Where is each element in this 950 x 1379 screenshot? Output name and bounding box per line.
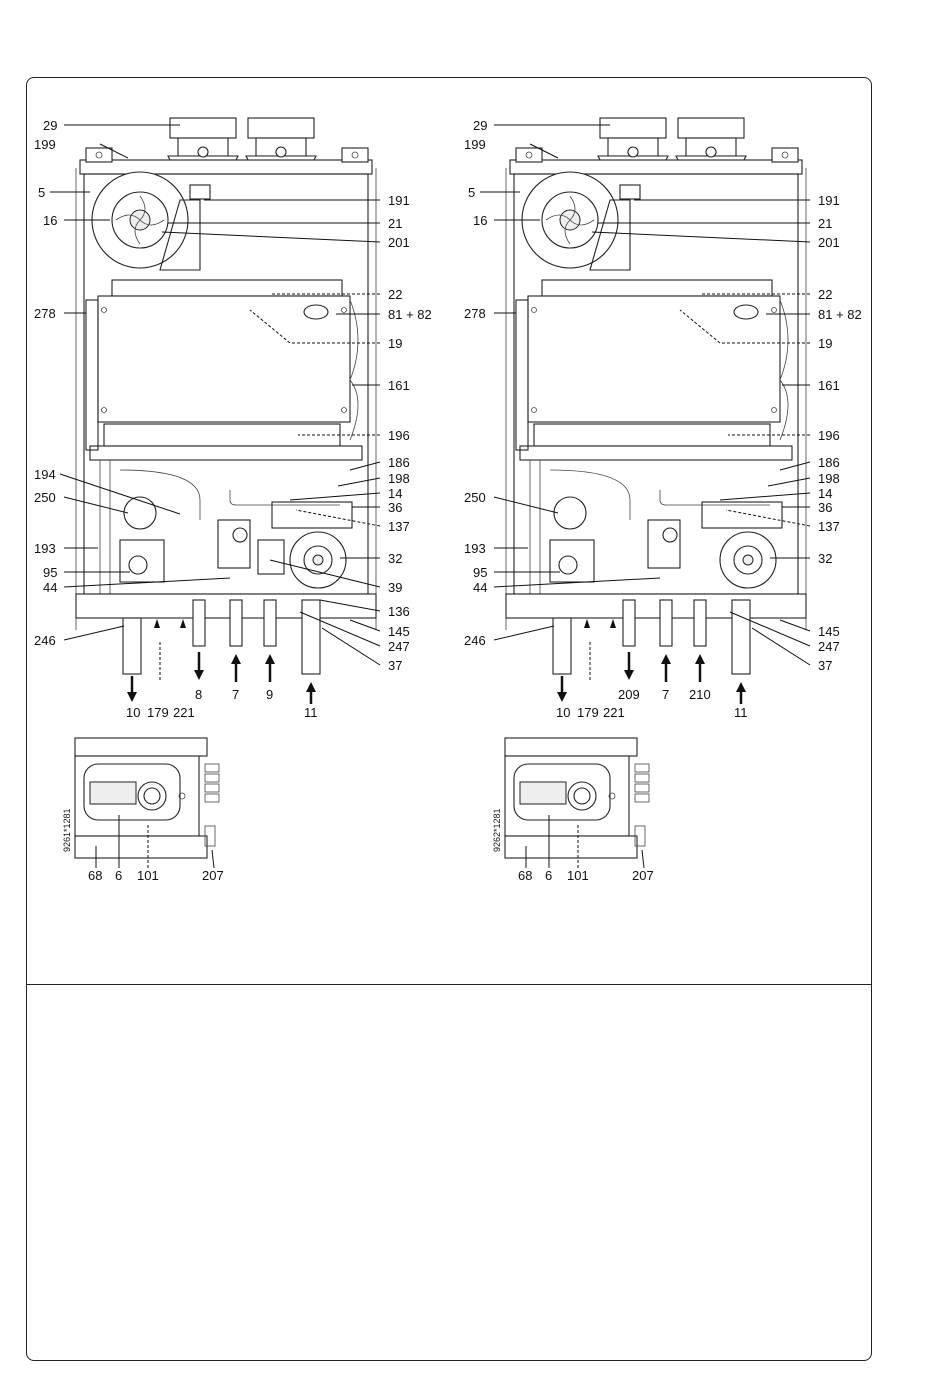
base-manifold — [76, 594, 376, 618]
boiler-diagram-right: 29 199 5 16 278 250 193 95 44 246 191 21… — [464, 118, 862, 883]
base-manifold — [506, 594, 806, 618]
flow-arrows — [557, 619, 746, 704]
hydraulic-group — [530, 460, 782, 594]
callout-7: 7 — [232, 687, 239, 702]
callout-9: 9 — [266, 687, 273, 702]
callout-221: 221 — [603, 705, 625, 720]
callout-44: 44 — [43, 580, 57, 595]
boiler-diagram-left: 29 199 5 16 278 194 250 193 95 44 246 19… — [34, 118, 432, 883]
callout-95: 95 — [473, 565, 487, 580]
heat-exchanger — [86, 280, 362, 460]
callout-68: 68 — [518, 868, 532, 883]
fan-assembly — [522, 172, 640, 270]
callout-179: 179 — [577, 705, 599, 720]
callout-36: 36 — [388, 500, 402, 515]
callout-7: 7 — [662, 687, 669, 702]
callout-207: 207 — [202, 868, 224, 883]
callout-32: 32 — [818, 551, 832, 566]
callout-161: 161 — [818, 378, 840, 393]
callout-19: 19 — [818, 336, 832, 351]
callout-95: 95 — [43, 565, 57, 580]
flow-arrows — [127, 619, 316, 704]
callout-29: 29 — [473, 118, 487, 133]
callout-29: 29 — [43, 118, 57, 133]
callout-6: 6 — [545, 868, 552, 883]
callout-186: 186 — [818, 455, 840, 470]
callout-8: 8 — [195, 687, 202, 702]
callout-209: 209 — [618, 687, 640, 702]
fan-assembly — [92, 172, 210, 270]
callout-278: 278 — [34, 306, 56, 321]
callout-11: 11 — [734, 705, 748, 720]
callout-198: 198 — [818, 471, 840, 486]
callout-145: 145 — [818, 624, 840, 639]
callout-81-82: 81 + 82 — [388, 307, 432, 322]
callout-196: 196 — [818, 428, 840, 443]
callout-137: 137 — [388, 519, 410, 534]
callout-39: 39 — [388, 580, 402, 595]
callout-81-82: 81 + 82 — [818, 307, 862, 322]
callout-37: 37 — [818, 658, 832, 673]
callout-68: 68 — [88, 868, 102, 883]
callout-137: 137 — [818, 519, 840, 534]
callout-196: 196 — [388, 428, 410, 443]
callout-193: 193 — [34, 541, 56, 556]
callout-16: 16 — [43, 213, 57, 228]
callout-5: 5 — [38, 185, 45, 200]
callout-193: 193 — [464, 541, 486, 556]
callout-22: 22 — [388, 287, 402, 302]
callout-44: 44 — [473, 580, 487, 595]
callout-37: 37 — [388, 658, 402, 673]
callout-250: 250 — [34, 490, 56, 505]
callout-179: 179 — [147, 705, 169, 720]
callout-246: 246 — [34, 633, 56, 648]
callout-247: 247 — [388, 639, 410, 654]
control-panel-left: 9261*1281 68 6 101 207 — [62, 738, 224, 883]
panel-code: 9262*1281 — [492, 808, 502, 852]
callout-210: 210 — [689, 687, 711, 702]
callout-101: 101 — [137, 868, 159, 883]
callout-186: 186 — [388, 455, 410, 470]
callout-250: 250 — [464, 490, 486, 505]
callout-136: 136 — [388, 604, 410, 619]
callout-191: 191 — [388, 193, 410, 208]
callout-10: 10 — [556, 705, 570, 720]
callout-36: 36 — [818, 500, 832, 515]
callout-194: 194 — [34, 467, 56, 482]
callout-246: 246 — [464, 633, 486, 648]
callout-191: 191 — [818, 193, 840, 208]
callout-247: 247 — [818, 639, 840, 654]
callout-221: 221 — [173, 705, 195, 720]
callout-16: 16 — [473, 213, 487, 228]
callout-32: 32 — [388, 551, 402, 566]
callout-19: 19 — [388, 336, 402, 351]
callout-201: 201 — [388, 235, 410, 250]
callout-14: 14 — [388, 486, 402, 501]
panel-code: 9261*1281 — [62, 808, 72, 852]
callout-5: 5 — [468, 185, 475, 200]
callout-207: 207 — [632, 868, 654, 883]
callout-21: 21 — [388, 216, 402, 231]
callout-201: 201 — [818, 235, 840, 250]
callout-199: 199 — [34, 137, 56, 152]
callout-22: 22 — [818, 287, 832, 302]
heat-exchanger — [516, 280, 792, 460]
callout-6: 6 — [115, 868, 122, 883]
control-panel-right: 9262*1281 68 6 101 207 — [492, 738, 654, 883]
callout-11: 11 — [304, 705, 318, 720]
callout-199: 199 — [464, 137, 486, 152]
callout-145: 145 — [388, 624, 410, 639]
callout-278: 278 — [464, 306, 486, 321]
callout-161: 161 — [388, 378, 410, 393]
callout-198: 198 — [388, 471, 410, 486]
callout-21: 21 — [818, 216, 832, 231]
callout-10: 10 — [126, 705, 140, 720]
callout-101: 101 — [567, 868, 589, 883]
callout-14: 14 — [818, 486, 832, 501]
hydraulic-group — [100, 460, 352, 594]
